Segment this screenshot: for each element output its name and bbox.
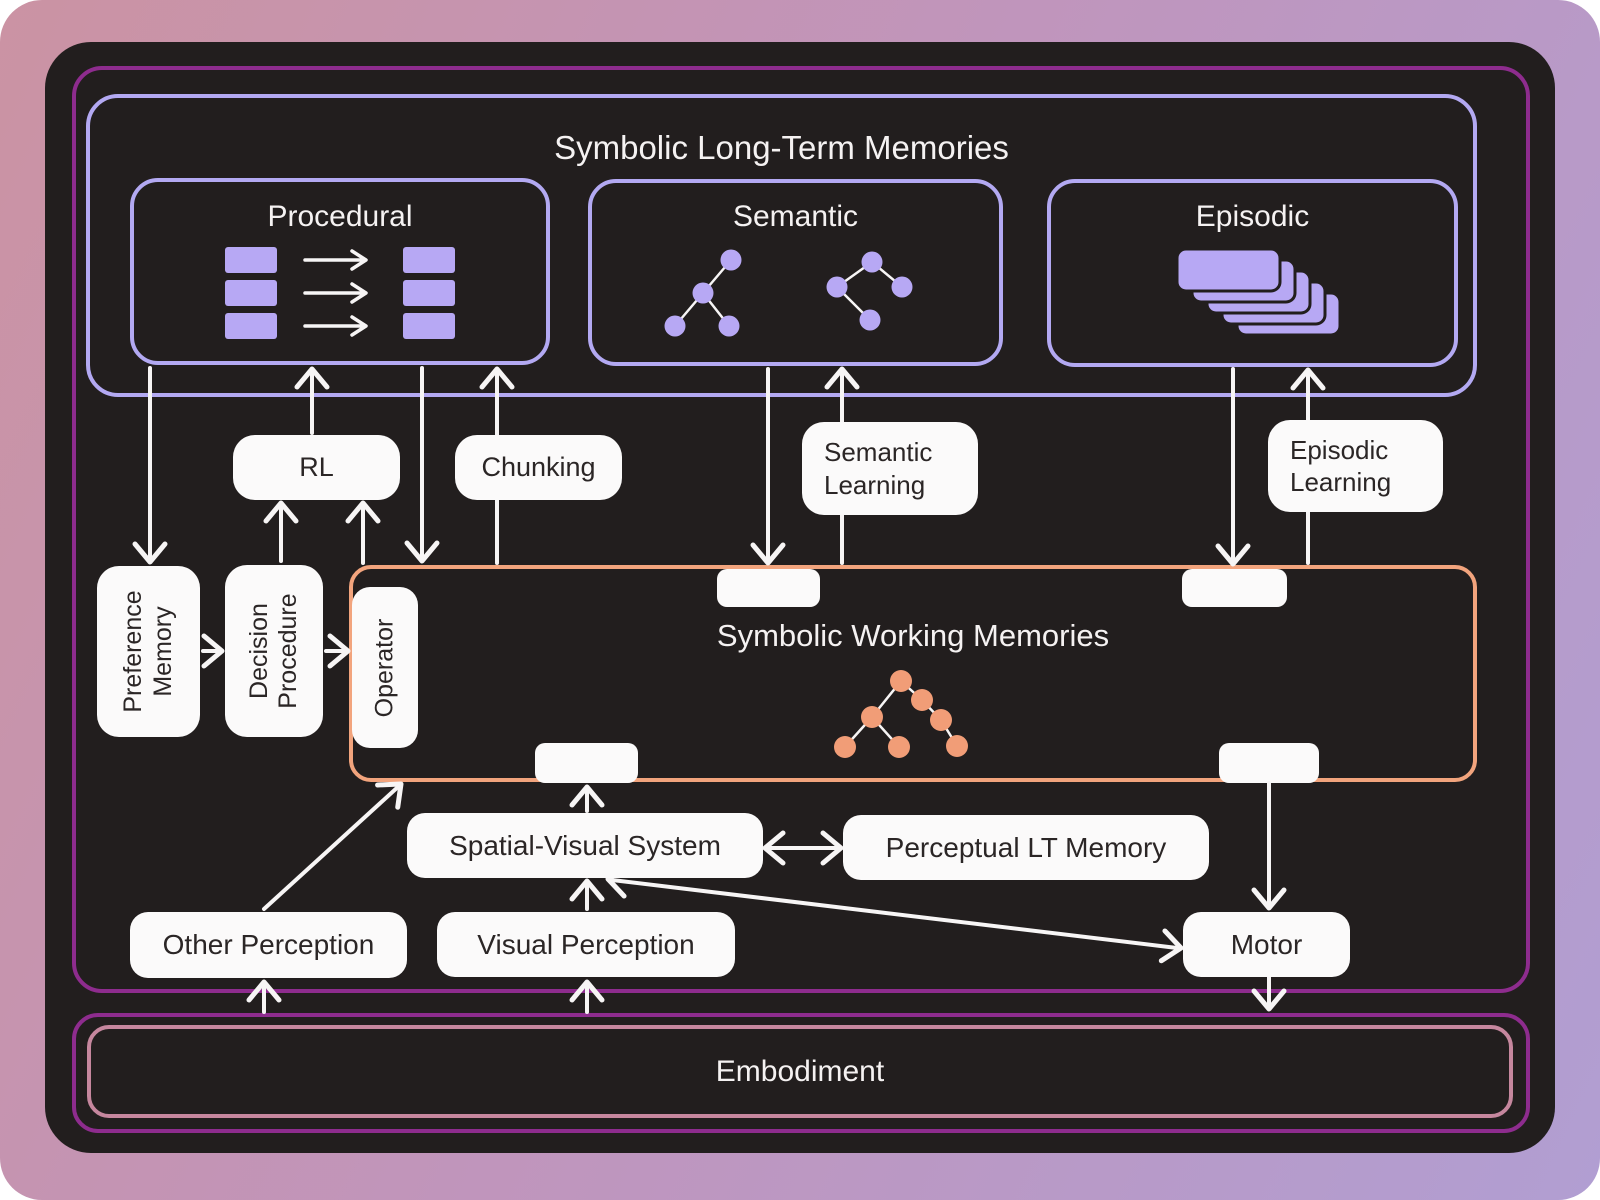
decision-procedure-label: Decision Procedure <box>244 593 303 709</box>
semantic-memory-box <box>588 179 1003 366</box>
episodic-label: Episodic <box>1195 200 1310 233</box>
procedural-memory-box <box>130 178 550 365</box>
operator-label: Operator <box>370 618 399 717</box>
embodiment-frame <box>72 1013 1530 1133</box>
ltm-title: Symbolic Long-Term Memories <box>554 129 1009 166</box>
episodic-memory-box <box>1047 179 1458 367</box>
semantic-label: Semantic <box>732 200 859 233</box>
preference-memory-box: Preference Memory <box>97 566 200 737</box>
episodic-learning-box: Episodic Learning <box>1268 420 1443 512</box>
embodiment-label: Embodiment <box>715 1054 885 1088</box>
visual-perception-box: Visual Perception <box>437 912 735 977</box>
operator-box: Operator <box>352 587 418 748</box>
perceptual-lt-memory-box: Perceptual LT Memory <box>843 815 1209 880</box>
procedural-label: Procedural <box>267 200 413 233</box>
rl-box: RL <box>233 435 400 500</box>
chunking-label: Chunking <box>481 452 596 482</box>
embodiment-box: Embodiment <box>87 1025 1513 1118</box>
cognitive-frame <box>72 66 1530 993</box>
preference-memory-label: Preference Memory <box>119 590 177 713</box>
semantic-learning-label: Semantic Learning <box>824 437 933 500</box>
visual-perception-label: Visual Perception <box>477 928 695 960</box>
episodic-learning-label: Episodic Learning <box>1290 434 1392 497</box>
other-perception-label: Other Perception <box>162 929 375 960</box>
ltm-container <box>86 94 1477 397</box>
working-memory-container <box>349 565 1477 782</box>
spatial-visual-system-label: Spatial-Visual System <box>449 829 721 861</box>
motor-box: Motor <box>1183 912 1350 977</box>
decision-procedure-box: Decision Procedure <box>225 565 323 737</box>
chunking-box: Chunking <box>455 435 622 500</box>
working-memory-title: Symbolic Working Memories <box>716 618 1110 653</box>
other-perception-box: Other Perception <box>130 912 407 978</box>
rl-label: RL <box>299 452 334 482</box>
semantic-learning-box: Semantic Learning <box>802 422 978 515</box>
spatial-visual-system-box: Spatial-Visual System <box>407 813 763 878</box>
perceptual-lt-memory-label: Perceptual LT Memory <box>885 831 1167 863</box>
motor-label: Motor <box>1230 928 1303 960</box>
